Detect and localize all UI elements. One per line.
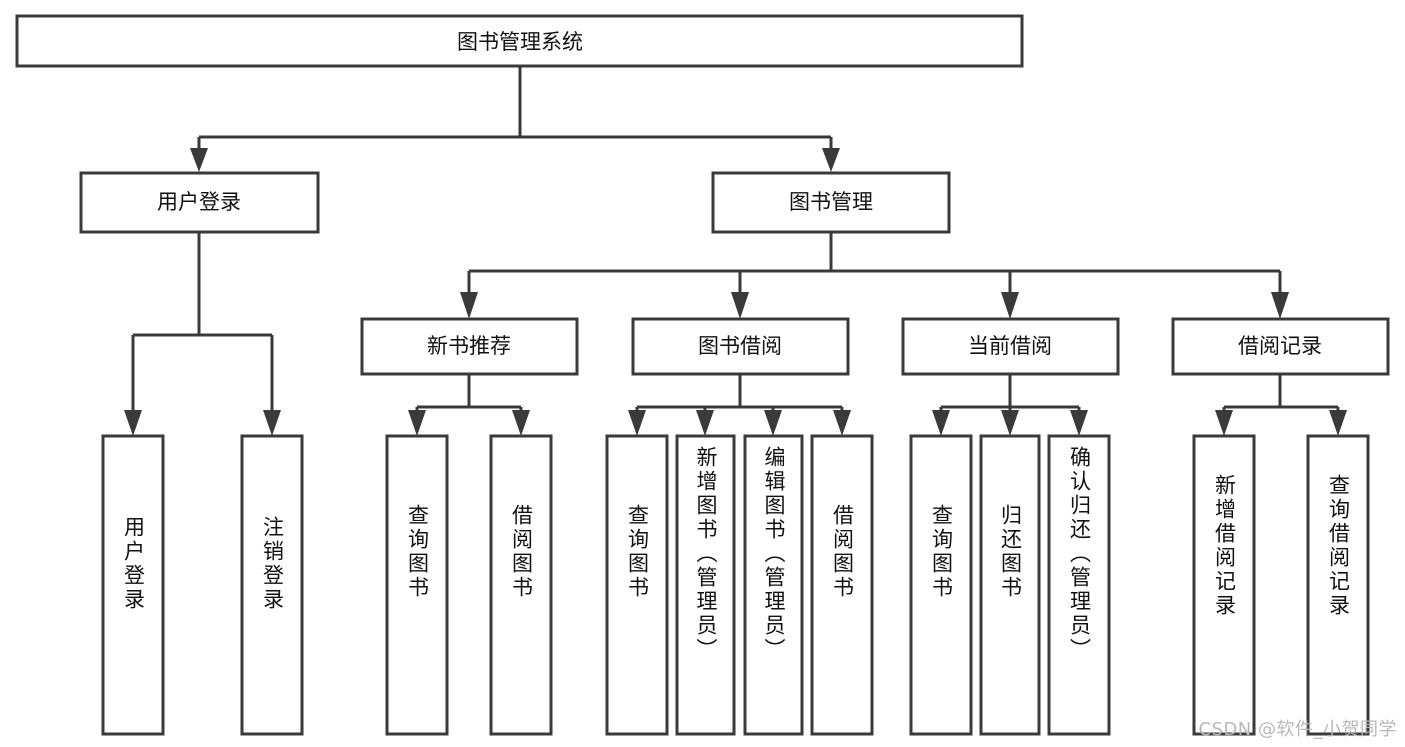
leaf-box-borrow-borrow-book[interactable] (810, 434, 874, 736)
node-current-borrow-label: 当前借阅 (968, 334, 1052, 358)
node-book-management[interactable]: 图书管理 (711, 171, 951, 234)
leaf-box-user-login[interactable] (101, 434, 165, 736)
node-borrow-record-label: 借阅记录 (1238, 334, 1322, 358)
node-book-borrow-box[interactable] (631, 317, 850, 376)
arrowhead-current-leaf-3 (1070, 410, 1088, 436)
leaf-box-group (101, 434, 1370, 736)
arrowhead-borrow-leaf-3 (764, 410, 782, 436)
arrowhead-bookmgmt (822, 148, 840, 172)
leaf-box-logout[interactable] (240, 434, 304, 736)
leaf-box-return-book[interactable] (979, 434, 1041, 736)
arrowhead-borrow-leaf-1 (628, 410, 646, 436)
node-user-login[interactable]: 用户登录 (79, 171, 320, 234)
node-user-login-box[interactable] (79, 171, 320, 234)
node-book-management-label: 图书管理 (789, 190, 873, 214)
connector-group (124, 66, 1347, 436)
arrowhead-l3-2 (731, 292, 749, 319)
node-root-label: 图书管理系统 (457, 30, 583, 54)
arrowhead-l3-1 (460, 292, 478, 319)
node-borrow-record-box[interactable] (1171, 317, 1390, 376)
leaf-box-add-book-admin[interactable] (675, 434, 736, 736)
leaf-box-borrow-query-book[interactable] (605, 434, 669, 736)
node-root-box[interactable] (15, 14, 1024, 68)
node-new-book-recommend-label: 新书推荐 (427, 334, 511, 358)
arrowhead-record-leaf-2 (1329, 410, 1347, 436)
node-root[interactable]: 图书管理系统 (15, 14, 1024, 68)
leaf-box-cur-query-book[interactable] (909, 434, 973, 736)
leaf-box-rec-query-book[interactable] (385, 434, 449, 736)
arrowhead-rec-leaf-2 (512, 410, 530, 436)
arrowhead-rec-leaf-1 (408, 410, 426, 436)
node-book-borrow[interactable]: 图书借阅 (631, 317, 850, 376)
arrowhead-login (190, 148, 208, 172)
node-book-management-box[interactable] (711, 171, 951, 234)
leaf-box-edit-book-admin[interactable] (743, 434, 804, 736)
node-current-borrow[interactable]: 当前借阅 (901, 317, 1120, 376)
arrowhead-current-leaf-1 (932, 410, 950, 436)
arrowhead-borrow-leaf-2 (696, 410, 714, 436)
arrowhead-l3-3 (1001, 292, 1019, 319)
leaf-box-add-borrow-record[interactable] (1192, 434, 1256, 736)
arrowhead-current-leaf-2 (1001, 410, 1019, 436)
arrowhead-l3-4 (1271, 292, 1289, 319)
arrowhead-record-leaf-1 (1215, 410, 1233, 436)
watermark-text: CSDN @软件_小贺同学 (1198, 719, 1397, 740)
leaf-box-confirm-return-admin[interactable] (1047, 434, 1111, 736)
node-user-login-label: 用户登录 (157, 190, 241, 214)
arrowhead-login-leaf-2 (263, 410, 281, 436)
node-borrow-record[interactable]: 借阅记录 (1171, 317, 1390, 376)
node-new-book-recommend-box[interactable] (360, 317, 579, 376)
leaf-box-rec-borrow-book[interactable] (489, 434, 553, 736)
node-book-borrow-label: 图书借阅 (698, 334, 782, 358)
leaf-box-query-borrow-record[interactable] (1306, 434, 1370, 736)
node-new-book-recommend[interactable]: 新书推荐 (360, 317, 579, 376)
node-current-borrow-box[interactable] (901, 317, 1120, 376)
arrowhead-borrow-leaf-4 (833, 410, 851, 436)
arrowhead-login-leaf-1 (124, 410, 142, 436)
